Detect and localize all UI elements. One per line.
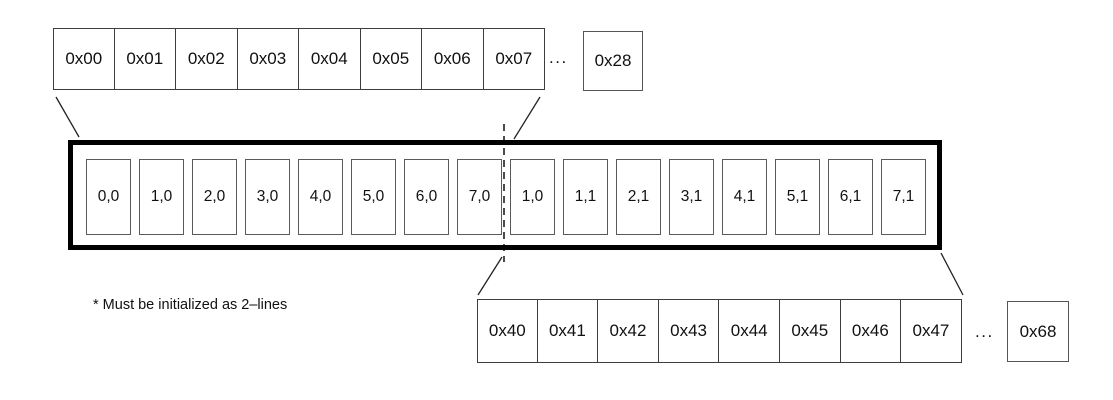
connector-top-right [513, 96, 541, 140]
connector-top-left [55, 96, 80, 138]
connector-bottom-left [477, 256, 503, 296]
address-cell-bottom: 0x42 [598, 299, 659, 363]
ellipsis-bottom: ... [975, 322, 994, 341]
buffer-word-cell: 3,1 [669, 159, 714, 235]
address-box-0x68: 0x68 [1007, 301, 1069, 362]
buffer-word-cell: 1,0 [139, 159, 184, 235]
address-cell-top: 0x07 [483, 28, 545, 90]
buffer-word-cell: 2,1 [616, 159, 661, 235]
buffer-word-cell: 7,0 [457, 159, 502, 235]
address-cell-bottom: 0x41 [537, 299, 599, 363]
buffer-word-cell: 6,1 [828, 159, 873, 235]
address-cell-bottom: 0x47 [901, 299, 962, 363]
address-cell-bottom: 0x45 [779, 299, 841, 363]
address-cell-top: 0x03 [237, 28, 299, 90]
address-cell-top: 0x04 [299, 28, 361, 90]
buffer-word-cell: 7,1 [881, 159, 926, 235]
address-box-0x28: 0x28 [583, 31, 643, 91]
address-cell-top: 0x06 [422, 28, 484, 90]
address-cell-top: 0x01 [114, 28, 176, 90]
address-cell-top: 0x02 [176, 28, 238, 90]
buffer-word-cell: 3,0 [245, 159, 290, 235]
address-cell-top: 0x00 [53, 28, 115, 90]
buffer-word-cell: 1,1 [563, 159, 608, 235]
buffer-word-cell: 4,1 [722, 159, 767, 235]
buffer-word-cell: 0,0 [86, 159, 131, 235]
buffer-word-cell: 4,0 [298, 159, 343, 235]
buffer-word-cell: 5,0 [351, 159, 396, 235]
buffer-word-cell: 5,1 [775, 159, 820, 235]
footnote: * Must be initialized as 2–lines [93, 297, 288, 313]
address-cell-bottom: 0x44 [719, 299, 780, 363]
address-cell-bottom: 0x40 [477, 299, 538, 363]
ellipsis-top: ... [549, 48, 568, 67]
buffer-word-cell: 1,0 [510, 159, 555, 235]
address-cell-top: 0x05 [360, 28, 422, 90]
buffer-word-cell: 6,0 [404, 159, 449, 235]
buffer-word-cell: 2,0 [192, 159, 237, 235]
address-cell-bottom: 0x43 [658, 299, 720, 363]
connector-bottom-right [940, 252, 964, 296]
address-cell-bottom: 0x46 [840, 299, 902, 363]
